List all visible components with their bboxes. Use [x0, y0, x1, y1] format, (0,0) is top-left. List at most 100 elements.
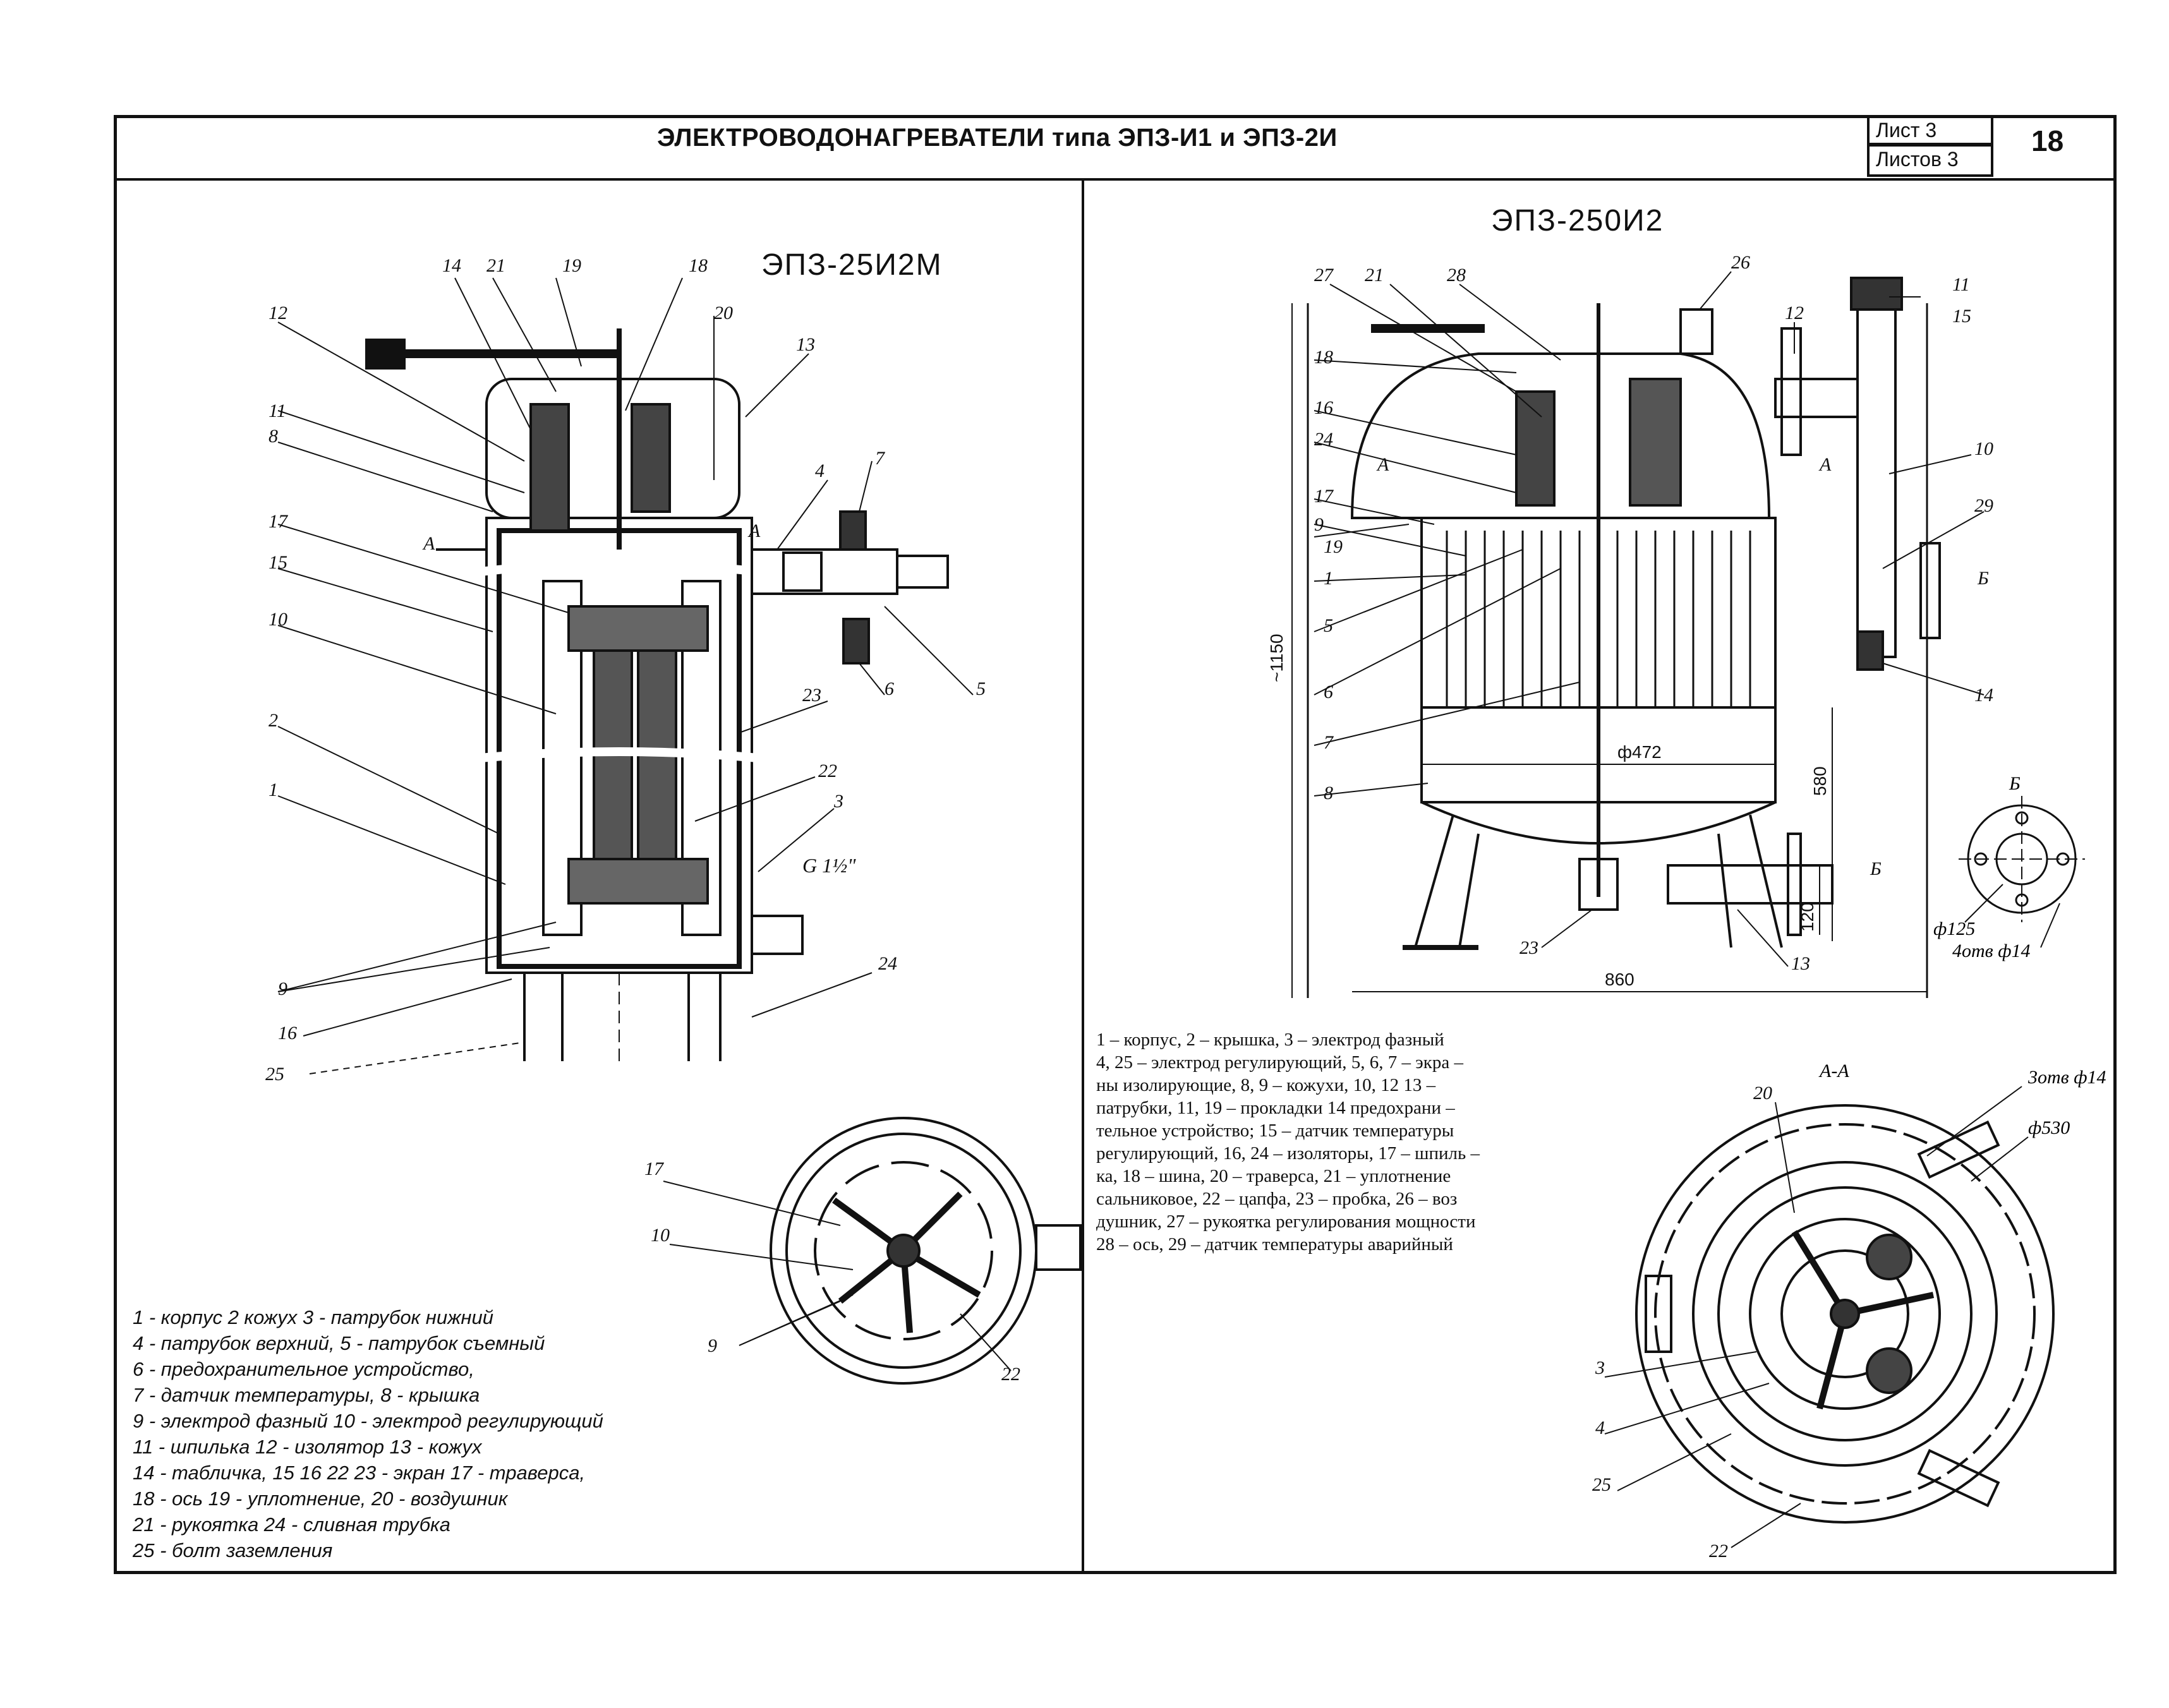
left-callout-4: 4	[815, 460, 825, 481]
left-callout-17: 17	[269, 511, 289, 532]
section-aa-diameter: ф530	[2028, 1117, 2070, 1138]
aa-callout-4: 4	[1595, 1417, 1605, 1438]
left-callout-1: 1	[269, 779, 278, 800]
left-callout-23: 23	[802, 685, 821, 706]
dim-width: 860	[1605, 970, 1634, 989]
left-callout-8: 8	[269, 426, 278, 447]
plan-callout-17: 17	[644, 1158, 665, 1179]
right-legend-line: ны изолирующие, 8, 9 – кожухи, 10, 12 13…	[1096, 1075, 1436, 1095]
right-view-mark-b1: Б	[1977, 568, 1989, 589]
right-callout-10: 10	[1974, 438, 1993, 459]
plan-callout-10: 10	[651, 1225, 670, 1246]
left-callout-22: 22	[818, 761, 837, 781]
right-legend-line: 4, 25 – электрод регулирующий, 5, 6, 7 –…	[1096, 1052, 1463, 1073]
aa-callout-25: 25	[1592, 1474, 1611, 1495]
right-callout-8: 8	[1324, 783, 1333, 803]
plan-callout-9: 9	[708, 1335, 717, 1356]
left-callout-18: 18	[689, 255, 708, 276]
right-callout-7: 7	[1324, 732, 1334, 753]
left-callout-9: 9	[278, 978, 287, 999]
left-callout-20: 20	[714, 303, 733, 323]
left-callout-19: 19	[562, 255, 581, 276]
right-legend-line: ка, 18 – шина, 20 – траверса, 21 – уплот…	[1096, 1166, 1451, 1186]
view-b-holes: 4отв ф14	[1952, 941, 2031, 961]
left-legend-line: 18 - ось 19 - уплотнение, 20 - воздушник	[133, 1488, 508, 1510]
sheets-total: Листов 3	[1867, 144, 1993, 177]
view-b-label: Б	[2009, 773, 2021, 794]
right-callout-6: 6	[1324, 682, 1333, 702]
left-callout-12: 12	[269, 303, 287, 323]
right-callout-16: 16	[1314, 397, 1333, 418]
right-callout-9: 9	[1314, 514, 1324, 535]
left-legend-line: 21 - рукоятка 24 - сливная трубка	[133, 1513, 450, 1536]
dim-leg-height: 580	[1810, 766, 1830, 796]
left-legend: 1 - корпус 2 кожух 3 - патрубок нижний 4…	[133, 1304, 603, 1563]
left-callout-13: 13	[796, 334, 815, 355]
right-callout-12: 12	[1785, 303, 1804, 323]
left-pipe-thread-label: G 1½"	[802, 854, 856, 877]
dim-flange-height: 120	[1797, 902, 1817, 932]
left-legend-line: 25 - болт заземления	[133, 1539, 333, 1561]
right-callout-18: 18	[1314, 347, 1333, 368]
right-callout-24: 24	[1314, 429, 1333, 450]
aa-callout-20: 20	[1753, 1083, 1772, 1104]
right-legend-line: патрубки, 11, 19 – прокладки 14 предохра…	[1096, 1098, 1455, 1118]
drawing-frame	[114, 115, 2117, 1574]
left-legend-line: 11 - шпилька 12 - изолятор 13 - кожух	[133, 1436, 482, 1458]
left-callout-24: 24	[878, 953, 897, 974]
left-section-mark-a2: А	[747, 520, 761, 541]
left-legend-line: 1 - корпус 2 кожух 3 - патрубок нижний	[133, 1306, 493, 1328]
aa-callout-3: 3	[1595, 1357, 1605, 1378]
right-callout-5: 5	[1324, 615, 1333, 636]
page-title: ЭЛЕКТРОВОДОНАГРЕВАТЕЛИ типа ЭПЗ-И1 и ЭПЗ…	[657, 124, 1338, 152]
left-callout-11: 11	[269, 400, 286, 421]
aa-callout-22: 22	[1709, 1541, 1728, 1561]
left-callout-15: 15	[269, 552, 287, 573]
right-callout-26: 26	[1731, 252, 1750, 273]
page-number: 18	[2031, 124, 2064, 157]
right-callout-14: 14	[1974, 685, 1993, 706]
dim-diameter: ф472	[1617, 742, 1662, 762]
right-drawing-title: ЭПЗ-250И2	[1491, 204, 1664, 238]
right-callout-15: 15	[1952, 306, 1971, 327]
left-legend-line: 14 - табличка, 15 16 22 23 - экран 17 - …	[133, 1462, 586, 1484]
view-b-diameter: ф125	[1933, 918, 1975, 939]
right-callout-27: 27	[1314, 265, 1334, 286]
left-callout-7: 7	[875, 448, 886, 469]
left-callout-16: 16	[278, 1023, 297, 1043]
right-section-mark-a1: А	[1376, 454, 1389, 475]
right-legend-line: 1 – корпус, 2 – крышка, 3 – электрод фаз…	[1096, 1030, 1444, 1050]
right-callout-17: 17	[1314, 486, 1334, 507]
right-callout-13: 13	[1791, 953, 1810, 974]
left-drawing-title: ЭПЗ-25И2М	[761, 248, 943, 282]
right-legend-line: сальниковое, 22 – цапфа, 23 – пробка, 26…	[1096, 1189, 1458, 1209]
left-callout-25: 25	[265, 1064, 284, 1085]
left-legend-line: 9 - электрод фазный 10 - электрод регули…	[133, 1410, 603, 1432]
left-callout-14: 14	[442, 255, 461, 276]
left-section-mark-a1: А	[422, 533, 435, 554]
right-callout-28: 28	[1447, 265, 1466, 286]
left-legend-line: 4 - патрубок верхний, 5 - патрубок съемн…	[133, 1332, 545, 1354]
left-callout-6: 6	[885, 678, 894, 699]
right-legend-line: регулирующий, 16, 24 – изоляторы, 17 – ш…	[1096, 1143, 1480, 1164]
right-view-mark-b2: Б	[1870, 858, 1882, 879]
dim-height: ~1150	[1267, 634, 1286, 682]
left-callout-3: 3	[833, 791, 843, 812]
left-legend-line: 6 - предохранительное устройство,	[133, 1358, 474, 1380]
right-callout-21: 21	[1365, 265, 1384, 286]
right-callout-29: 29	[1974, 495, 1993, 516]
left-legend-line: 7 - датчик температуры, 8 - крышка	[133, 1384, 480, 1406]
section-aa-holes: 3отв ф14	[2027, 1067, 2106, 1088]
right-callout-23: 23	[1520, 937, 1538, 958]
left-callout-2: 2	[269, 710, 278, 731]
right-legend-line: 28 – ось, 29 – датчик температуры аварий…	[1096, 1234, 1453, 1254]
left-callout-21: 21	[486, 255, 505, 276]
right-legend-line: душник, 27 – рукоятка регулирования мощн…	[1096, 1212, 1476, 1232]
plan-callout-22: 22	[1001, 1364, 1020, 1385]
right-section-mark-a2: А	[1818, 454, 1832, 475]
center-divider	[1082, 178, 1084, 1574]
